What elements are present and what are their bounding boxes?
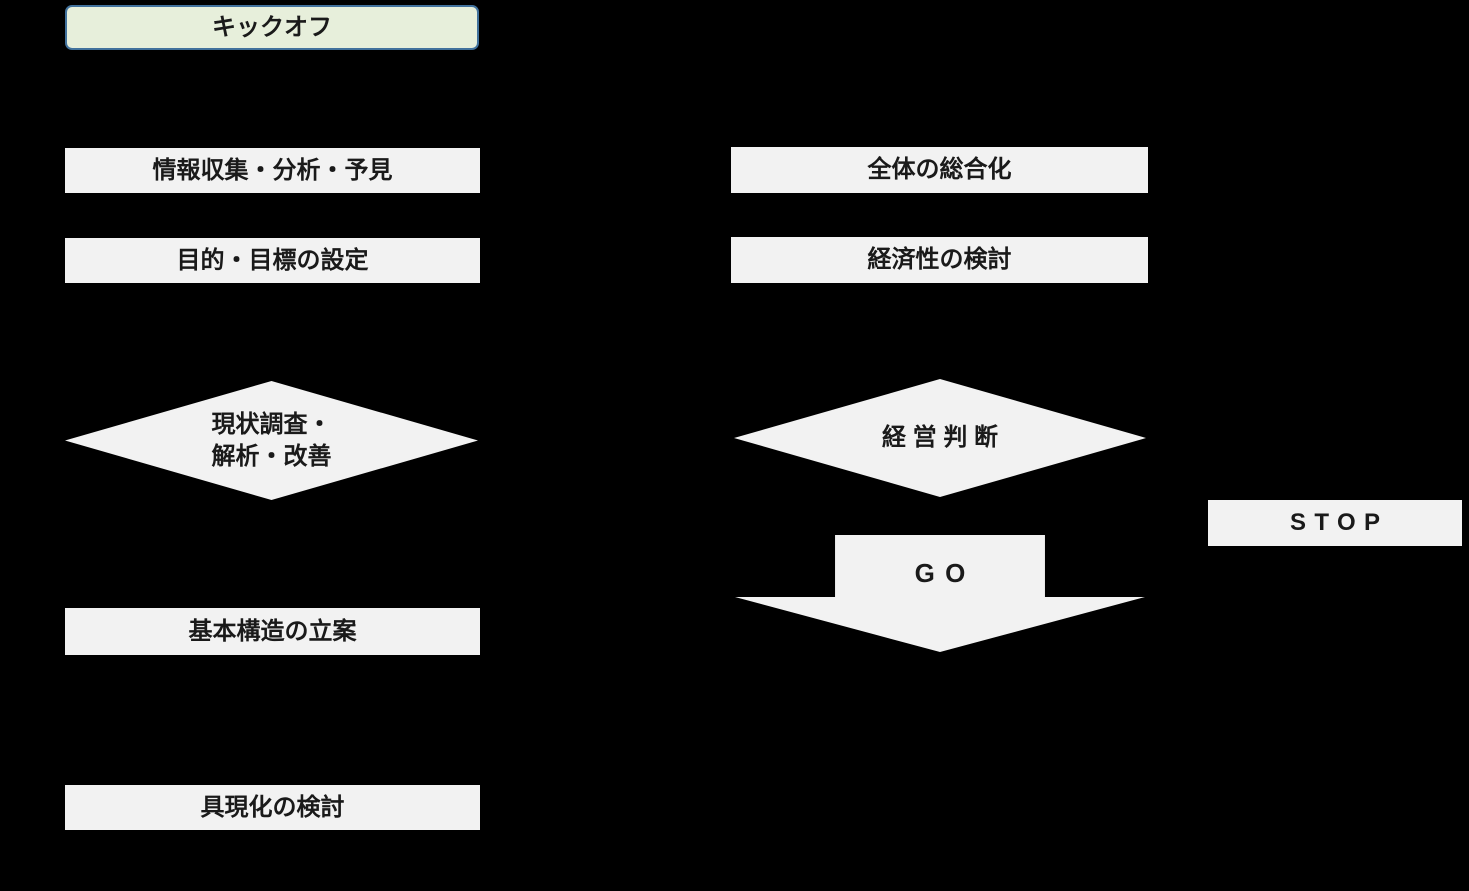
stop-label: STOP [1289,509,1389,537]
kickoff-label: キックオフ [212,13,332,41]
goal-setting-node: 目的・目標の設定 [65,238,480,283]
basic-structure-node: 基本構造の立案 [65,608,480,655]
info-gathering-label: 情報収集・分析・予見 [152,156,393,184]
stop-node: STOP [1208,500,1462,546]
survey-analysis-decision-node: 現状調査・ 解析・改善 [65,381,478,500]
realization-study-label: 具現化の検討 [200,793,345,821]
economic-study-label: 経済性の検討 [867,246,1012,274]
survey-analysis-label-line1: 現状調査・ [211,411,332,439]
go-arrow-node: GO [735,535,1145,652]
go-label: GO [914,558,976,588]
basic-structure-label: 基本構造の立案 [188,617,357,645]
economic-study-node: 経済性の検討 [731,237,1148,283]
management-decision-node: 経 営 判 断 [734,379,1146,497]
info-gathering-node: 情報収集・分析・予見 [65,148,480,193]
kickoff-node: キックオフ [65,5,479,50]
management-decision-label: 経 営 判 断 [881,424,998,452]
realization-study-node: 具現化の検討 [65,785,480,830]
overall-integration-node: 全体の総合化 [731,147,1148,193]
survey-analysis-label-line2: 解析・改善 [211,442,332,470]
overall-integration-label: 全体の総合化 [867,156,1012,184]
goal-setting-label: 目的・目標の設定 [176,246,369,274]
